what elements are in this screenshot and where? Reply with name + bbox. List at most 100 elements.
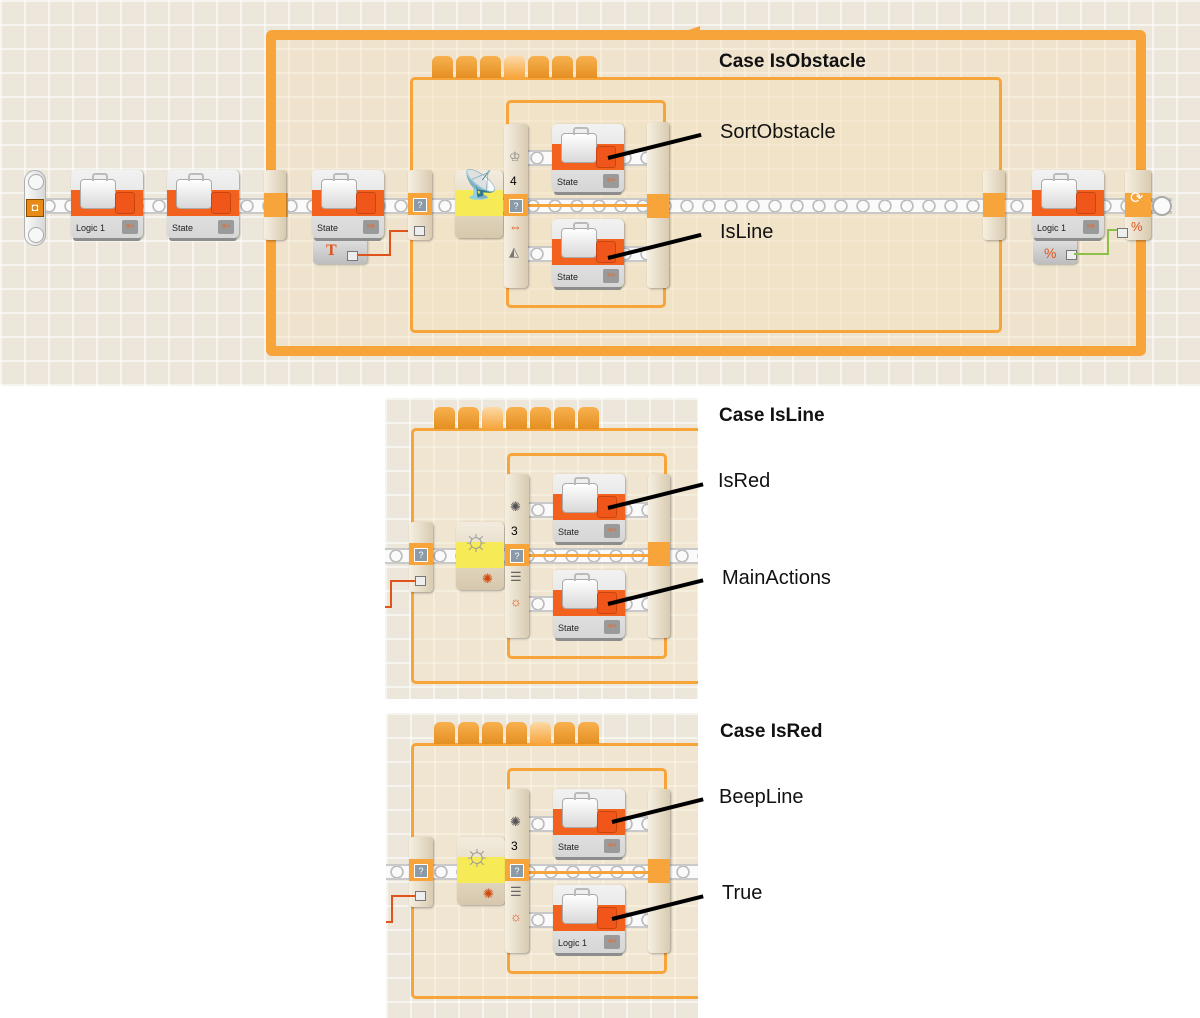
briefcase-icon — [321, 173, 357, 209]
block-label: State — [558, 527, 580, 537]
loop-return-arrow-icon — [680, 26, 700, 40]
read-arrow-icon: ⇦ — [218, 220, 234, 234]
light-sensor-block[interactable]: ☼ ✺ — [456, 522, 504, 590]
block-label: State — [557, 272, 579, 282]
case-selector[interactable]: ♔ 4 ? ⇔ ◭ — [504, 124, 528, 288]
case-wire — [527, 554, 653, 557]
loop-end-pillar[interactable]: ⟳ % — [1125, 170, 1151, 240]
variable-block[interactable]: Logic 1 ⇨ — [1032, 170, 1104, 241]
briefcase-icon — [561, 222, 597, 258]
switch-tab[interactable] — [434, 407, 455, 429]
text-icon: T — [326, 242, 337, 259]
data-port — [1117, 228, 1128, 238]
case-wire — [526, 204, 652, 207]
switch-tab[interactable] — [576, 56, 597, 78]
switch-tab-active[interactable] — [530, 722, 551, 744]
briefcase-icon — [561, 127, 597, 163]
switch-tab[interactable] — [434, 722, 455, 744]
case-label: MainActions — [722, 567, 831, 589]
data-port — [414, 226, 425, 236]
switch-tab[interactable] — [554, 722, 575, 744]
case-title: Case IsLine — [719, 405, 825, 426]
switch-tab[interactable] — [458, 407, 479, 429]
read-arrow-icon: ⇦ — [604, 620, 620, 634]
logic-wire — [1074, 229, 1122, 255]
loop-start-pillar — [264, 170, 286, 240]
ultrasonic-sensor-block[interactable]: 📡 — [455, 170, 503, 238]
read-arrow-icon: ⇦ — [604, 524, 620, 538]
read-arrow-icon: ⇦ — [604, 935, 620, 949]
data-port — [415, 576, 426, 586]
sequence-start[interactable]: ◘ — [24, 170, 46, 246]
case-end-pillar — [648, 789, 670, 953]
switch-tab[interactable] — [506, 722, 527, 744]
case-wire — [527, 871, 653, 874]
read-arrow-icon: ⇦ — [122, 220, 138, 234]
variable-block[interactable]: State ⇦ — [552, 219, 624, 290]
case-label: BeepLine — [719, 786, 804, 808]
main-program-canvas: ◘ Logic 1 ⇦ State ⇦ T State ⇨ ? 📡 ♔ 4 ? … — [0, 0, 1200, 386]
switch-tab[interactable] — [552, 56, 573, 78]
switch-value: 4 — [510, 174, 517, 188]
switch-tab[interactable] — [432, 56, 453, 78]
data-wire — [385, 580, 415, 608]
variable-block[interactable]: State ⇨ — [312, 170, 384, 241]
light-mode-icon: ☼ — [510, 909, 522, 924]
case-end-pillar — [648, 474, 670, 638]
start-icon: ◘ — [26, 199, 44, 217]
switch-tab-active[interactable] — [482, 407, 503, 429]
switch-entry[interactable]: ? — [409, 522, 433, 592]
data-wire — [386, 895, 416, 923]
briefcase-icon — [562, 792, 598, 828]
light-sensor-block[interactable]: ☼ ✺ — [457, 837, 505, 905]
switch-tab[interactable] — [482, 722, 503, 744]
logic-icon: % — [1131, 219, 1143, 234]
switch-tab[interactable] — [458, 722, 479, 744]
switch-tab[interactable] — [530, 407, 551, 429]
mountain-icon: ◭ — [509, 244, 519, 259]
light-mode-icon: ☼ — [510, 594, 522, 609]
briefcase-icon — [562, 888, 598, 924]
switch-tab[interactable] — [480, 56, 501, 78]
case-isline-canvas: ? ☼ ✺ ✺ 3 ? ☰ ☼ State ⇦ State ⇦ — [385, 398, 698, 699]
switch-value: 3 — [511, 839, 518, 853]
block-label: State — [558, 623, 580, 633]
switch-tab[interactable] — [578, 722, 599, 744]
switch-tab[interactable] — [506, 407, 527, 429]
read-arrow-icon: ⇦ — [603, 174, 619, 188]
sensor-port-icon: ♔ — [509, 149, 521, 164]
write-arrow-icon: ⇨ — [363, 220, 379, 234]
read-arrow-icon: ⇦ — [603, 269, 619, 283]
block-label: State — [172, 223, 194, 233]
variable-block[interactable]: Logic 1 ⇦ — [71, 170, 143, 241]
block-label: Logic 1 — [558, 938, 588, 948]
range-icon: ⇔ — [509, 219, 522, 234]
read-arrow-icon: ⇦ — [604, 839, 620, 853]
block-label: State — [557, 177, 579, 187]
switch-end-pillar — [983, 170, 1005, 240]
block-label: Logic 1 — [76, 223, 106, 233]
variable-block[interactable]: State ⇦ — [167, 170, 239, 241]
switch-tab-active[interactable] — [504, 56, 525, 78]
light-sensor-icon: ☼ — [462, 524, 490, 557]
list-icon: ☰ — [510, 569, 522, 584]
variable-block[interactable]: State ⇦ — [552, 124, 624, 195]
switch-tab[interactable] — [578, 407, 599, 429]
briefcase-icon — [1041, 173, 1077, 209]
variable-block[interactable]: State ⇦ — [553, 570, 625, 641]
switch-tab[interactable] — [456, 56, 477, 78]
case-selector[interactable]: ✺ 3 ? ☰ ☼ — [505, 474, 529, 638]
briefcase-icon — [80, 173, 116, 209]
block-label: State — [317, 223, 339, 233]
ultrasonic-sensor-icon: 📡 — [463, 169, 498, 200]
briefcase-icon — [562, 477, 598, 513]
case-title: Case IsObstacle — [719, 51, 866, 72]
switch-tab[interactable] — [554, 407, 575, 429]
variable-block[interactable]: Logic 1 ⇦ — [553, 885, 625, 956]
light-sensor-icon: ☼ — [463, 839, 491, 872]
case-selector[interactable]: ✺ 3 ? ☰ ☼ — [505, 789, 529, 953]
case-title: Case IsRed — [720, 721, 823, 742]
case-label: SortObstacle — [720, 121, 836, 143]
switch-tab[interactable] — [528, 56, 549, 78]
write-arrow-icon: ⇨ — [1083, 220, 1099, 234]
